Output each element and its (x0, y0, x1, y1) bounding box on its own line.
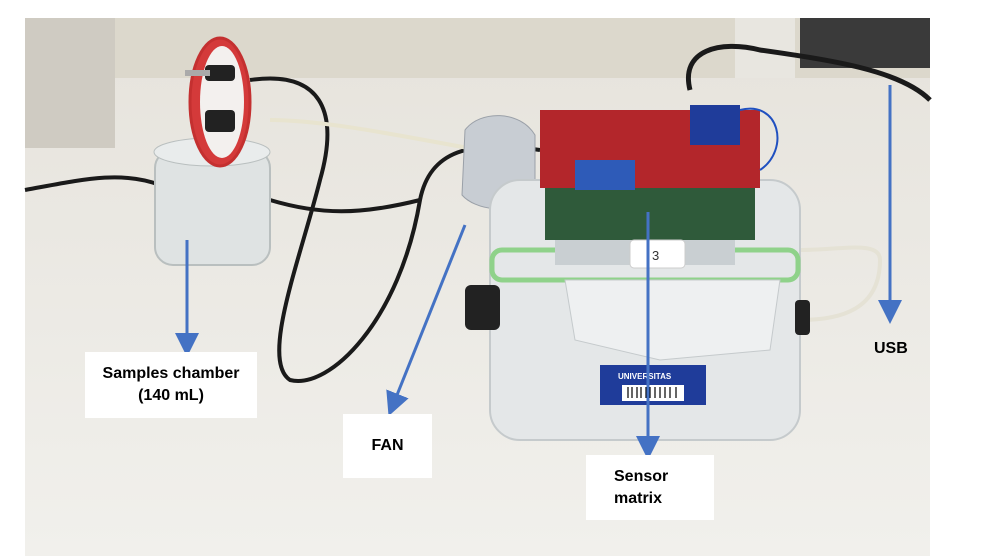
window-frame (25, 18, 115, 148)
sticker-number: 3 (652, 248, 659, 263)
usb-label: USB (874, 340, 908, 357)
fan-label: FAN (343, 414, 432, 478)
samples-chamber-label: Samples chamber (140 mL) (85, 352, 257, 418)
sensor-matrix-label: Sensor matrix (586, 455, 714, 520)
samples-chamber-line2: (140 mL) (138, 387, 204, 404)
fan-cable (249, 76, 541, 383)
university-label-text: UNIVERSITAS (618, 372, 672, 381)
samples-chamber-line1: Samples chamber (102, 365, 240, 382)
sensor-matrix-line1: Sensor (614, 467, 669, 485)
sample-jar (154, 149, 271, 266)
green-pcb (545, 185, 755, 240)
fan-arrow (386, 224, 467, 417)
fan-label-text: FAN (371, 437, 404, 454)
usb-cable (686, 43, 932, 102)
sensor-matrix-line2: matrix (614, 489, 663, 507)
